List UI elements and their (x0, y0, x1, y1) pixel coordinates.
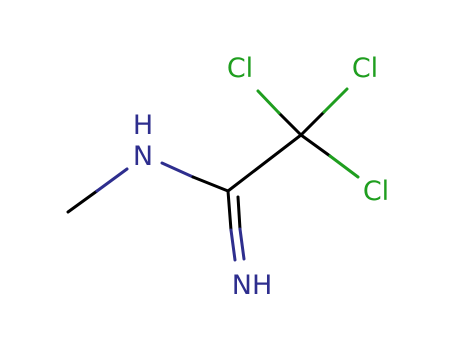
atom-n-amine: N (133, 141, 153, 172)
bond-c-cl-top-right-cl (322, 87, 349, 114)
bond-methyl-n (95, 167, 129, 193)
atom-cl-right: Cl (363, 176, 389, 207)
bond-c-cl-right-cl (328, 154, 360, 179)
bond-c-cl-right-c (299, 133, 332, 158)
bond-n-amidine-n (160, 161, 195, 179)
atom-nh-imine: NH (232, 270, 273, 301)
double-bond-b-n (238, 227, 246, 261)
atom-cl-top-right: Cl (352, 53, 378, 84)
bond-c-c (226, 133, 303, 193)
atom-h-on-amine: H (133, 110, 153, 141)
atom-cl-top-left: Cl (227, 53, 253, 84)
double-bond-b-c (236, 195, 242, 231)
bond-c-cl-top-left-c (277, 111, 303, 137)
bond-c-cl-top-left-cl (256, 89, 281, 115)
bond-methyl-c (66, 189, 99, 214)
double-bond-a-c (226, 189, 233, 232)
bond-n-amidine-c (191, 175, 230, 193)
double-bond-a-n (229, 228, 237, 262)
bond-c-cl-top-right-c (299, 110, 326, 137)
